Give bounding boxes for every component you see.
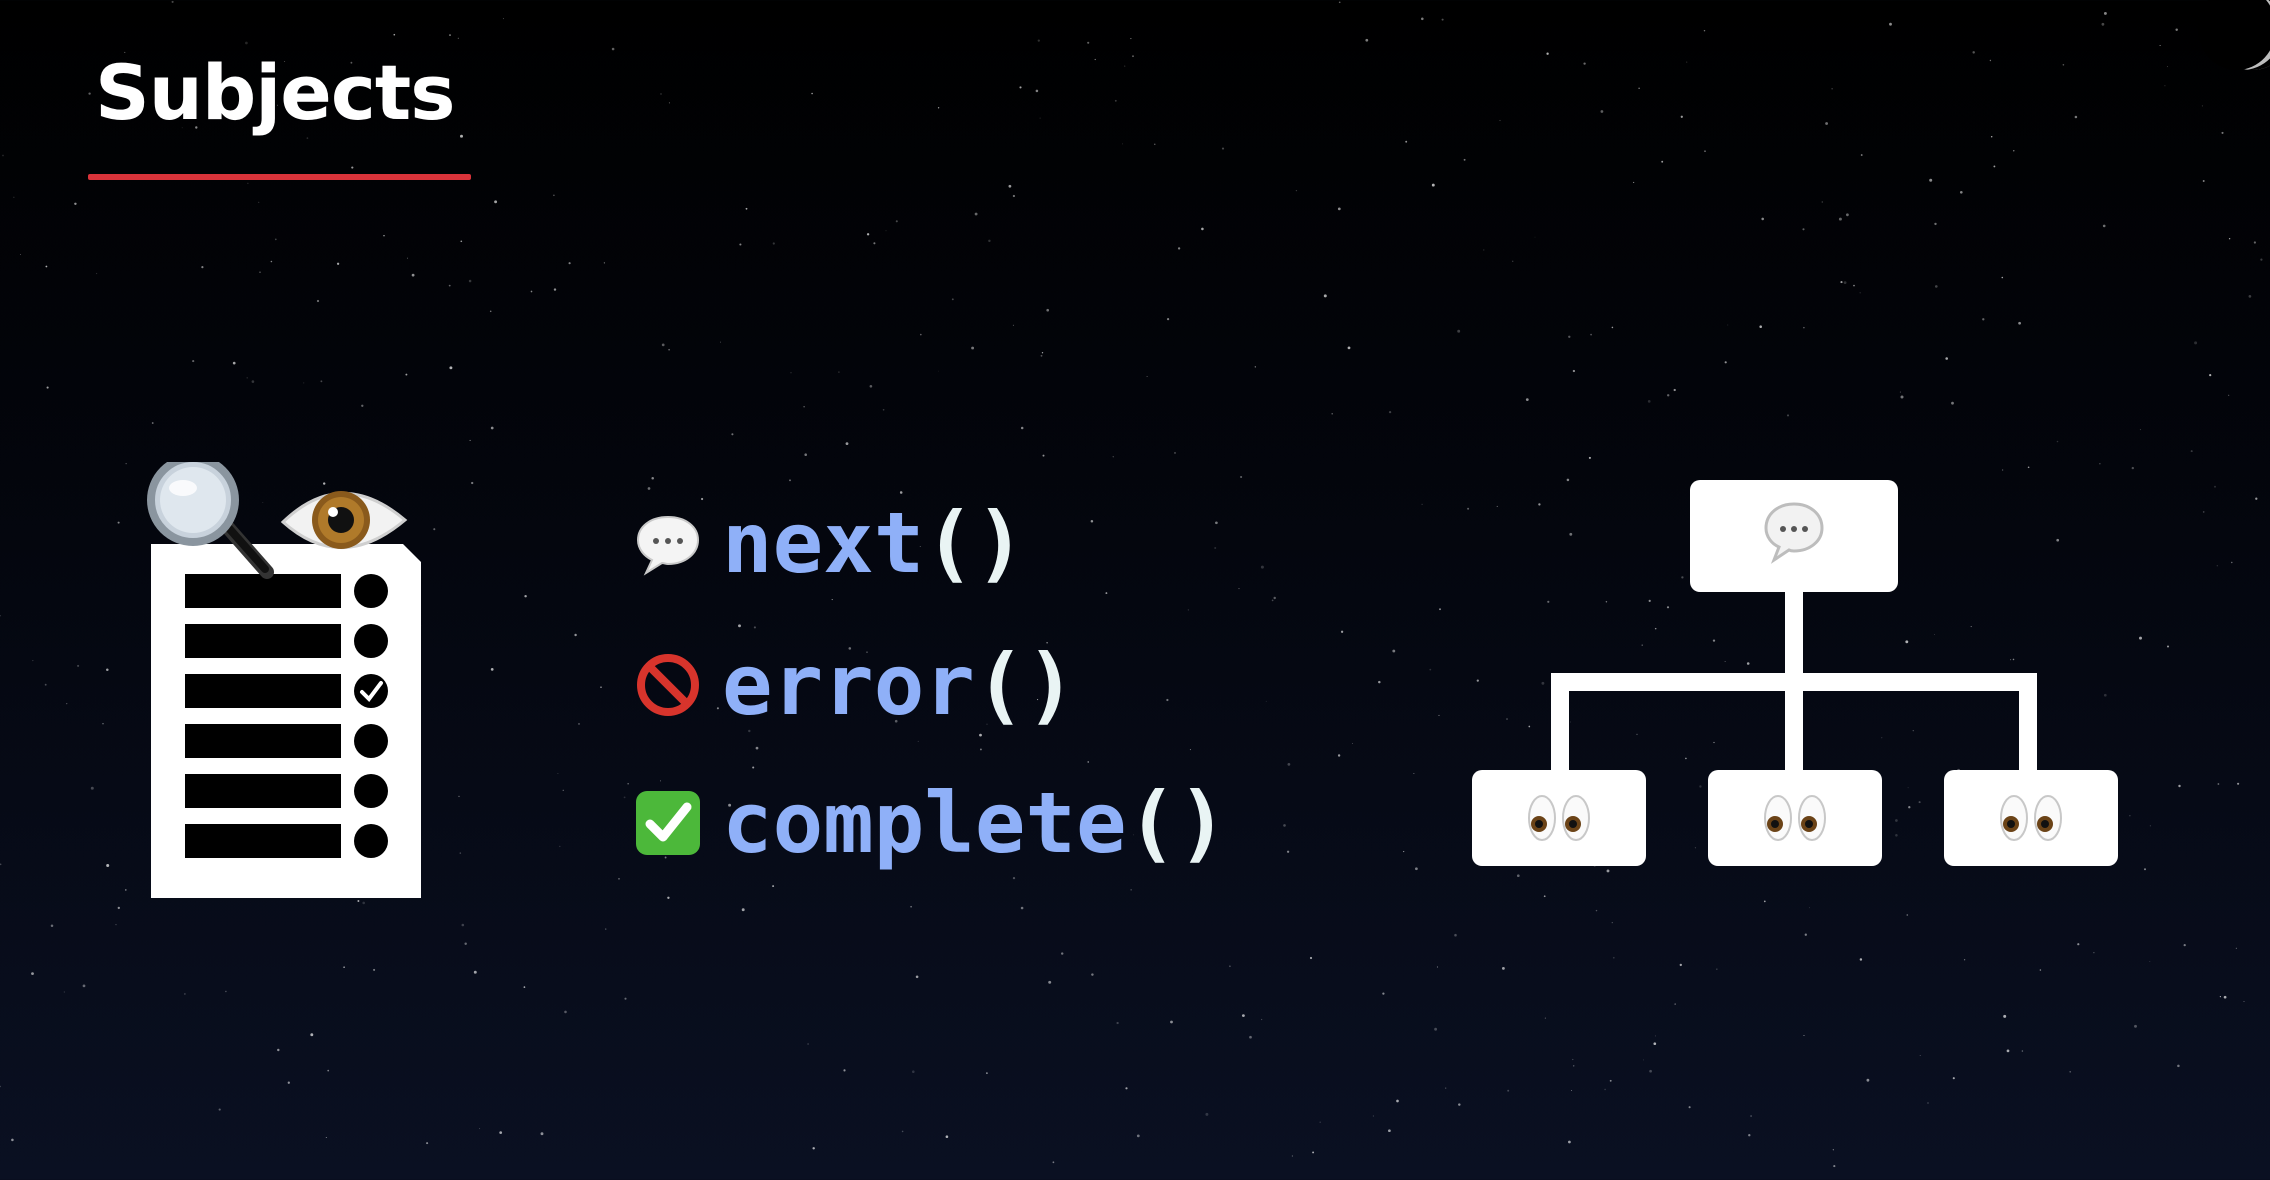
title-underline: [88, 174, 471, 180]
observer-node: [1472, 770, 1646, 866]
method-parens: (): [924, 494, 1025, 592]
checklist-row: [185, 824, 341, 858]
checkbox-circle: [354, 724, 388, 758]
checkbox-circle: [354, 674, 388, 708]
connector-lines: [1560, 586, 2028, 778]
method-name: error: [722, 636, 975, 734]
checklist-row: [185, 774, 341, 808]
method-name: next: [722, 494, 924, 592]
method-parens: (): [975, 636, 1076, 734]
speech-bubble-icon: [632, 507, 704, 579]
method-next: next(): [632, 483, 1025, 603]
observers-illustration: [145, 462, 435, 902]
method-name: complete: [722, 774, 1127, 872]
checklist-row: [185, 674, 341, 708]
multicast-diagram: [1460, 476, 2130, 876]
prohibited-icon: [632, 649, 704, 721]
checklist-row: [185, 724, 341, 758]
page-title: Subjects: [95, 48, 454, 137]
method-complete: complete(): [632, 763, 1228, 883]
checkbox-circle: [354, 624, 388, 658]
checklist-row: [185, 624, 341, 658]
eye-icon: [283, 491, 405, 549]
method-error: error(): [632, 625, 1076, 745]
observer-node: [1944, 770, 2118, 866]
observer-node: [1708, 770, 1882, 866]
checkbox-circle: [354, 574, 388, 608]
root-node: [1690, 480, 1898, 592]
checklist-row: [185, 574, 341, 608]
check-mark-button-icon: [632, 787, 704, 859]
checkbox-circle: [354, 824, 388, 858]
method-parens: (): [1127, 774, 1228, 872]
checkbox-circle: [354, 774, 388, 808]
clipboard-checklist-icon: [151, 544, 421, 898]
